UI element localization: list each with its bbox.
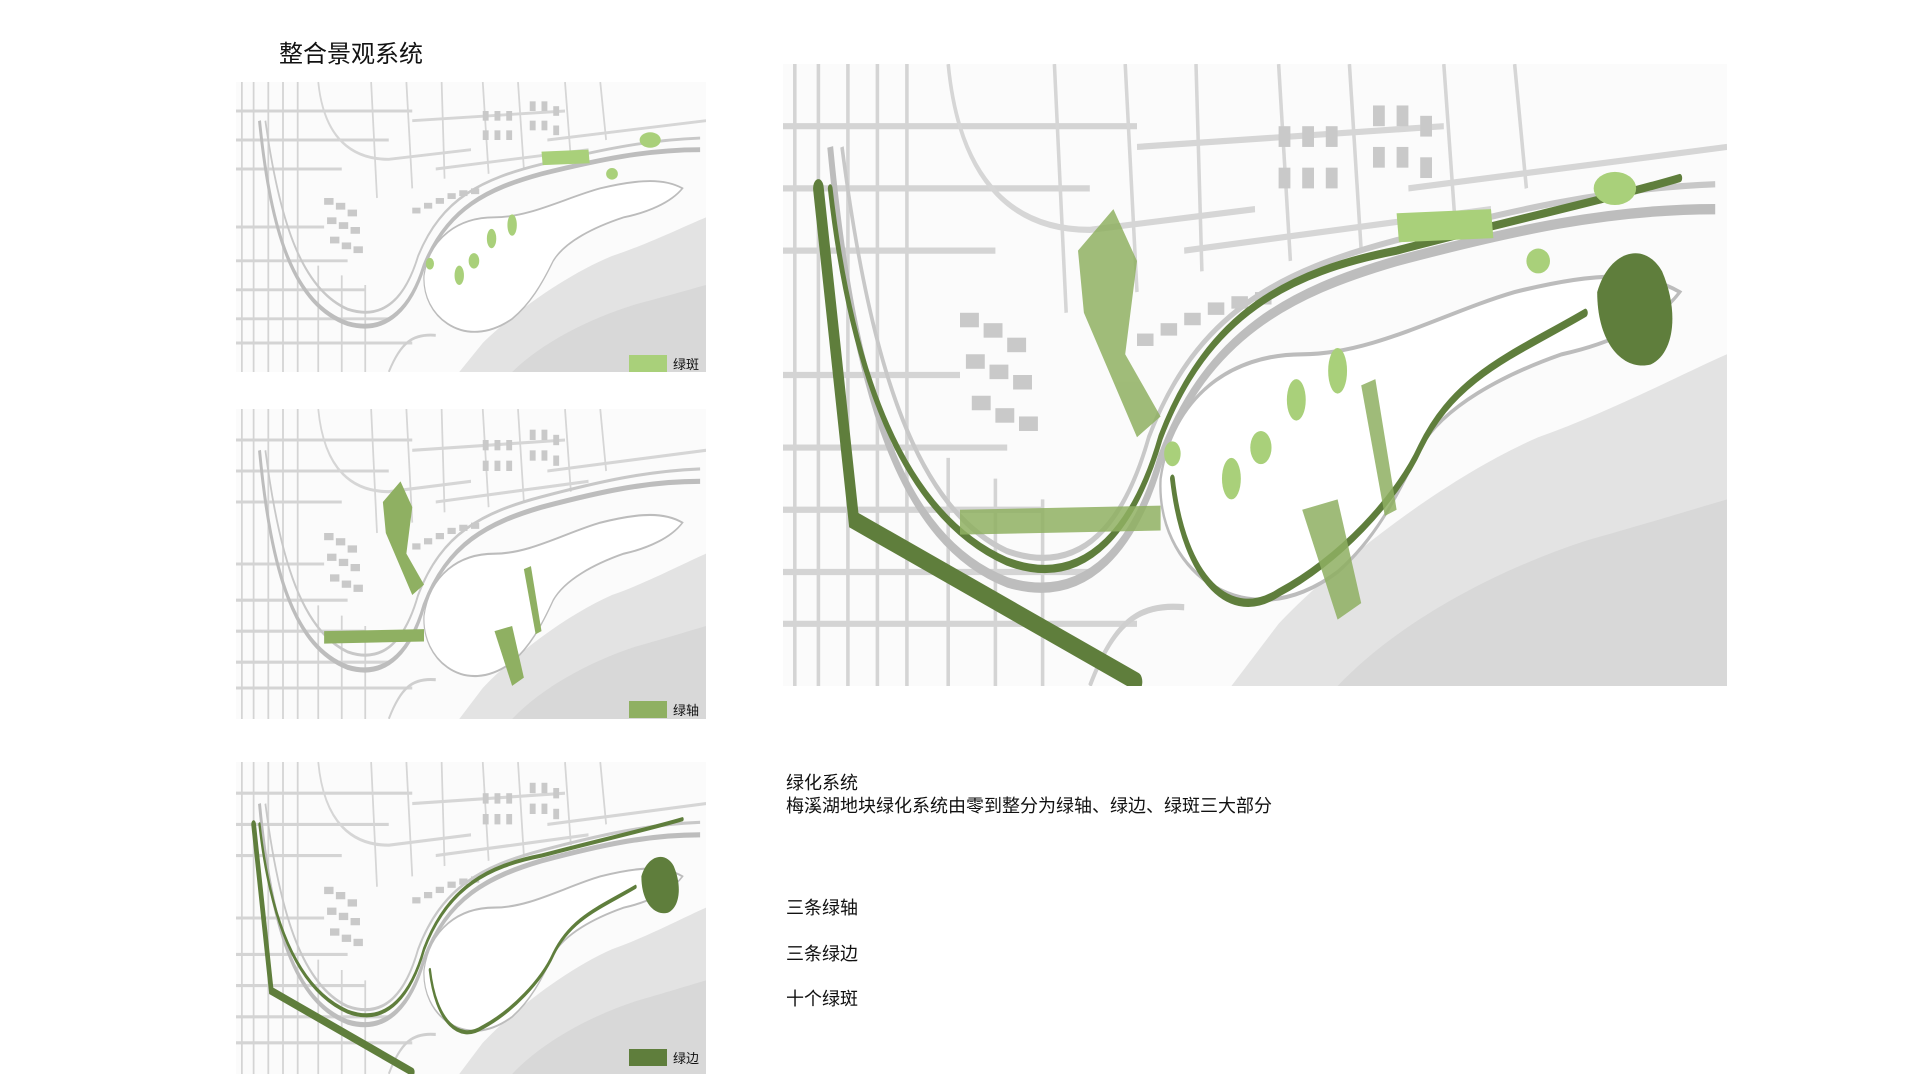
patch-map: [236, 82, 706, 372]
description-heading: 绿化系统: [786, 773, 858, 794]
legend-patch: 绿斑: [629, 354, 699, 373]
description-item-patches: 十个绿斑: [786, 989, 858, 1010]
integrated-landscape-map: [783, 64, 1727, 686]
legend-axis: 绿轴: [629, 700, 699, 719]
page-title: 整合景观系统: [279, 40, 423, 68]
legend-patch-label: 绿斑: [673, 358, 700, 373]
axis-swatch: [629, 701, 667, 718]
patch-swatch: [629, 355, 667, 372]
edge-swatch: [629, 1049, 667, 1066]
axis-map: [236, 409, 706, 719]
legend-axis-label: 绿轴: [673, 704, 700, 719]
description-item-edges: 三条绿边: [786, 944, 858, 965]
legend-edge: 绿边: [629, 1048, 699, 1067]
legend-edge-label: 绿边: [673, 1052, 700, 1067]
edge-map: [236, 762, 706, 1074]
description-text: 梅溪湖地块绿化系统由零到整分为绿轴、绿边、绿斑三大部分: [786, 796, 1272, 817]
description-item-axes: 三条绿轴: [786, 898, 858, 919]
